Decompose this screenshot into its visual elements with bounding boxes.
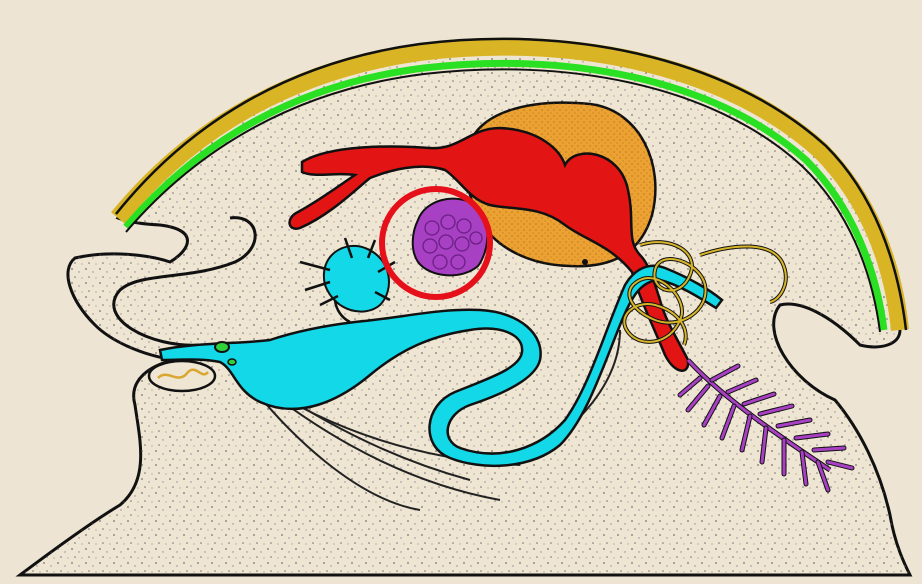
green-spot-2 bbox=[228, 359, 236, 365]
green-spot bbox=[215, 342, 229, 352]
red-organ-dot bbox=[582, 259, 588, 265]
yellow-capsule bbox=[149, 361, 215, 391]
